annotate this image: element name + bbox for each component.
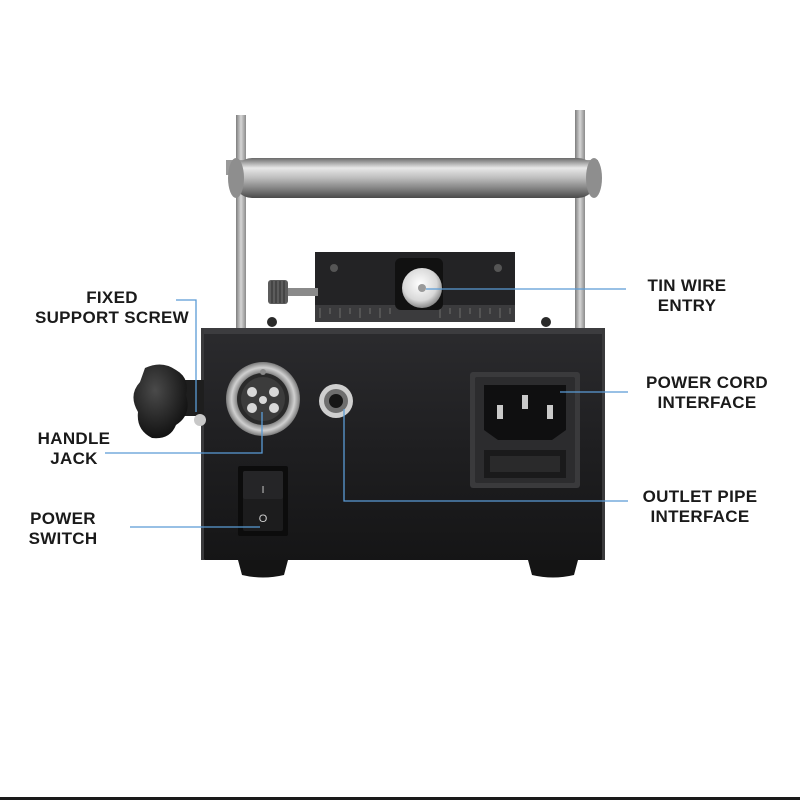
label-outlet-pipe-interface: OUTLET PIPE INTERFACE [632, 487, 768, 527]
label-fixed-support-screw-line2: SUPPORT SCREW [34, 308, 190, 327]
label-tin-wire-entry: TIN WIRE ENTRY [632, 276, 742, 316]
callout-line-fixed-support-screw [176, 299, 197, 412]
label-handle-jack-line1: HANDLE [37, 429, 111, 448]
label-power-cord-line1: POWER CORD [646, 373, 768, 392]
label-tin-wire-entry-line1: TIN WIRE [647, 276, 727, 295]
power-switch: I O [238, 466, 288, 536]
label-power-switch-line2: SWITCH [28, 529, 98, 548]
bottom-border [0, 797, 800, 800]
label-power-cord-line2: INTERFACE [657, 393, 757, 412]
callout-line-outlet-pipe [343, 409, 628, 502]
label-handle-jack-line2: JACK [50, 449, 98, 468]
fixed-support-screw [268, 280, 318, 304]
label-outlet-pipe-line1: OUTLET PIPE [642, 487, 758, 506]
callout-line-handle-jack [105, 412, 263, 454]
callout-lines [105, 288, 628, 528]
spool-rod [228, 158, 602, 198]
switch-off-symbol: O [259, 513, 268, 525]
device-feet [238, 560, 578, 578]
label-fixed-support-screw: FIXED SUPPORT SCREW [24, 288, 200, 328]
label-power-switch-line1: POWER [30, 509, 96, 528]
label-power-switch: POWER SWITCH [18, 509, 108, 549]
outlet-pipe-port [319, 384, 353, 418]
label-power-cord-interface: POWER CORD INTERFACE [634, 373, 780, 413]
wire-feeder-block [315, 252, 515, 322]
label-tin-wire-entry-line2: ENTRY [657, 296, 717, 315]
handle-jack-connector [226, 362, 300, 436]
label-handle-jack: HANDLE JACK [26, 429, 122, 469]
side-knob [133, 364, 206, 439]
label-outlet-pipe-line2: INTERFACE [650, 507, 750, 526]
switch-on-symbol: I [262, 485, 265, 496]
label-fixed-support-screw-line1: FIXED [86, 288, 138, 307]
power-cord-inlet [470, 372, 580, 488]
